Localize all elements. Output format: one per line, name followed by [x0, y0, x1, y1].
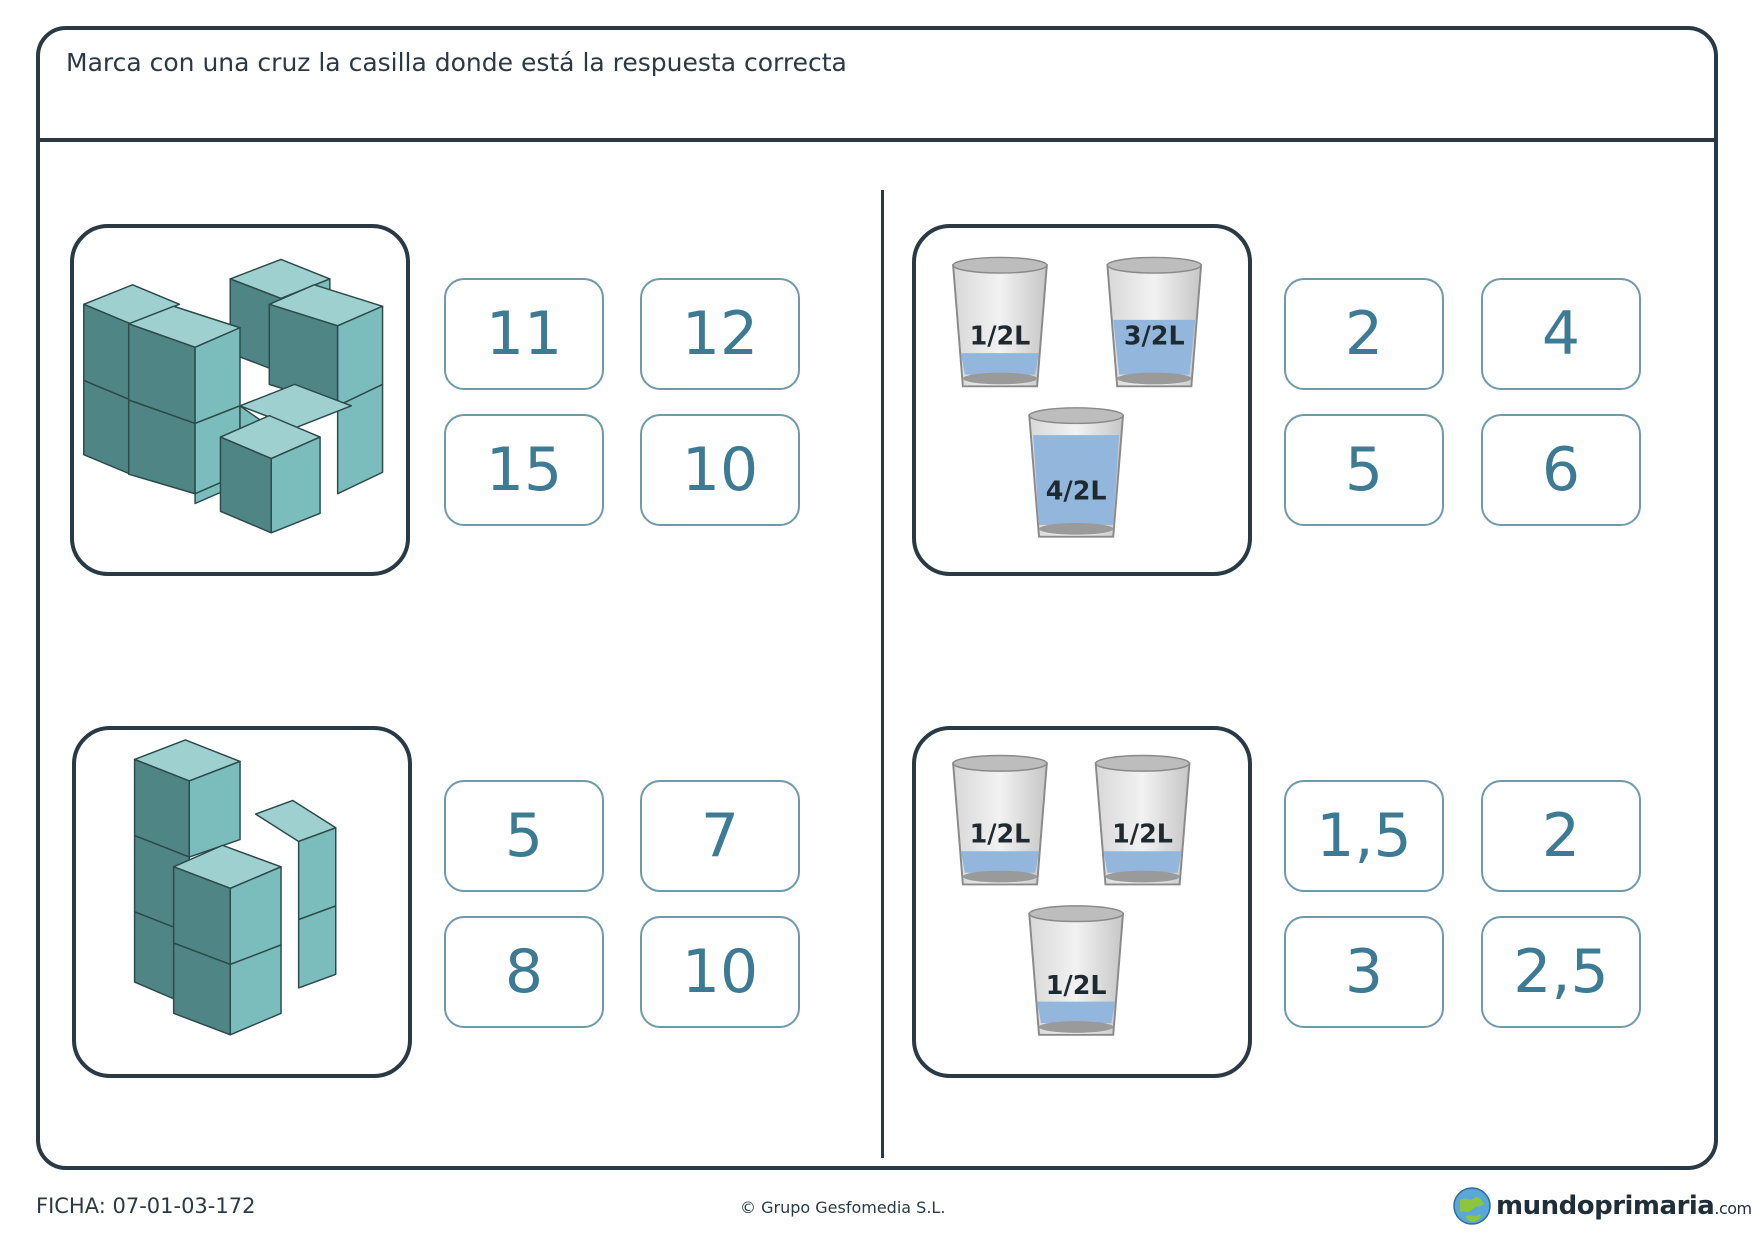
glass-label: 1/2L — [1112, 818, 1173, 848]
question-1-option-4[interactable]: 10 — [640, 414, 800, 526]
question-3-option-3[interactable]: 8 — [444, 916, 604, 1028]
question-3-option-1[interactable]: 5 — [444, 780, 604, 892]
water-glasses-icon: 1/2L 1/2L 1/2L — [952, 754, 1191, 1036]
question-3-option-4[interactable]: 10 — [640, 916, 800, 1028]
glass-label: 1/2L — [970, 818, 1031, 848]
question-4-image-panel: 1/2L 1/2L 1/2L — [912, 726, 1252, 1078]
cube-tower-icon — [133, 739, 337, 1036]
instruction-text: Marca con una cruz la casilla donde está… — [66, 48, 847, 77]
question-2-option-4[interactable]: 6 — [1481, 414, 1641, 526]
cube-stack-icon — [83, 258, 384, 534]
question-4-option-2[interactable]: 2 — [1481, 780, 1641, 892]
question-3-image-panel — [72, 726, 412, 1078]
question-2-option-2[interactable]: 4 — [1481, 278, 1641, 390]
instruction-bar: Marca con una cruz la casilla donde está… — [40, 30, 1714, 142]
globe-icon — [1453, 1187, 1491, 1225]
question-3-option-2[interactable]: 7 — [640, 780, 800, 892]
water-glasses-icon: 1/2L 3/2L 4/2L — [952, 256, 1203, 538]
logo-text: mundoprimaria.com — [1496, 1191, 1752, 1221]
question-1-option-3[interactable]: 15 — [444, 414, 604, 526]
ficha-code: FICHA: 07-01-03-172 — [36, 1194, 256, 1218]
question-1-option-2[interactable]: 12 — [640, 278, 800, 390]
question-2-option-3[interactable]: 5 — [1284, 414, 1444, 526]
question-4-option-4[interactable]: 2,5 — [1481, 916, 1641, 1028]
worksheet-frame: Marca con una cruz la casilla donde está… — [36, 26, 1718, 1170]
question-4-option-3[interactable]: 3 — [1284, 916, 1444, 1028]
question-1-image-panel — [70, 224, 410, 576]
question-4-option-1[interactable]: 1,5 — [1284, 780, 1444, 892]
glass-label: 3/2L — [1124, 320, 1185, 350]
column-divider — [881, 190, 884, 1158]
question-2-image-panel: 1/2L 3/2L 4/2L — [912, 224, 1252, 576]
question-2-option-1[interactable]: 2 — [1284, 278, 1444, 390]
glass-label: 1/2L — [1046, 970, 1107, 1000]
brand-logo[interactable]: mundoprimaria.com — [1452, 1186, 1752, 1226]
copyright-text: © Grupo Gesfomedia S.L. — [740, 1198, 946, 1217]
question-1-option-1[interactable]: 11 — [444, 278, 604, 390]
glass-label: 4/2L — [1046, 476, 1107, 506]
glass-label: 1/2L — [970, 320, 1031, 350]
